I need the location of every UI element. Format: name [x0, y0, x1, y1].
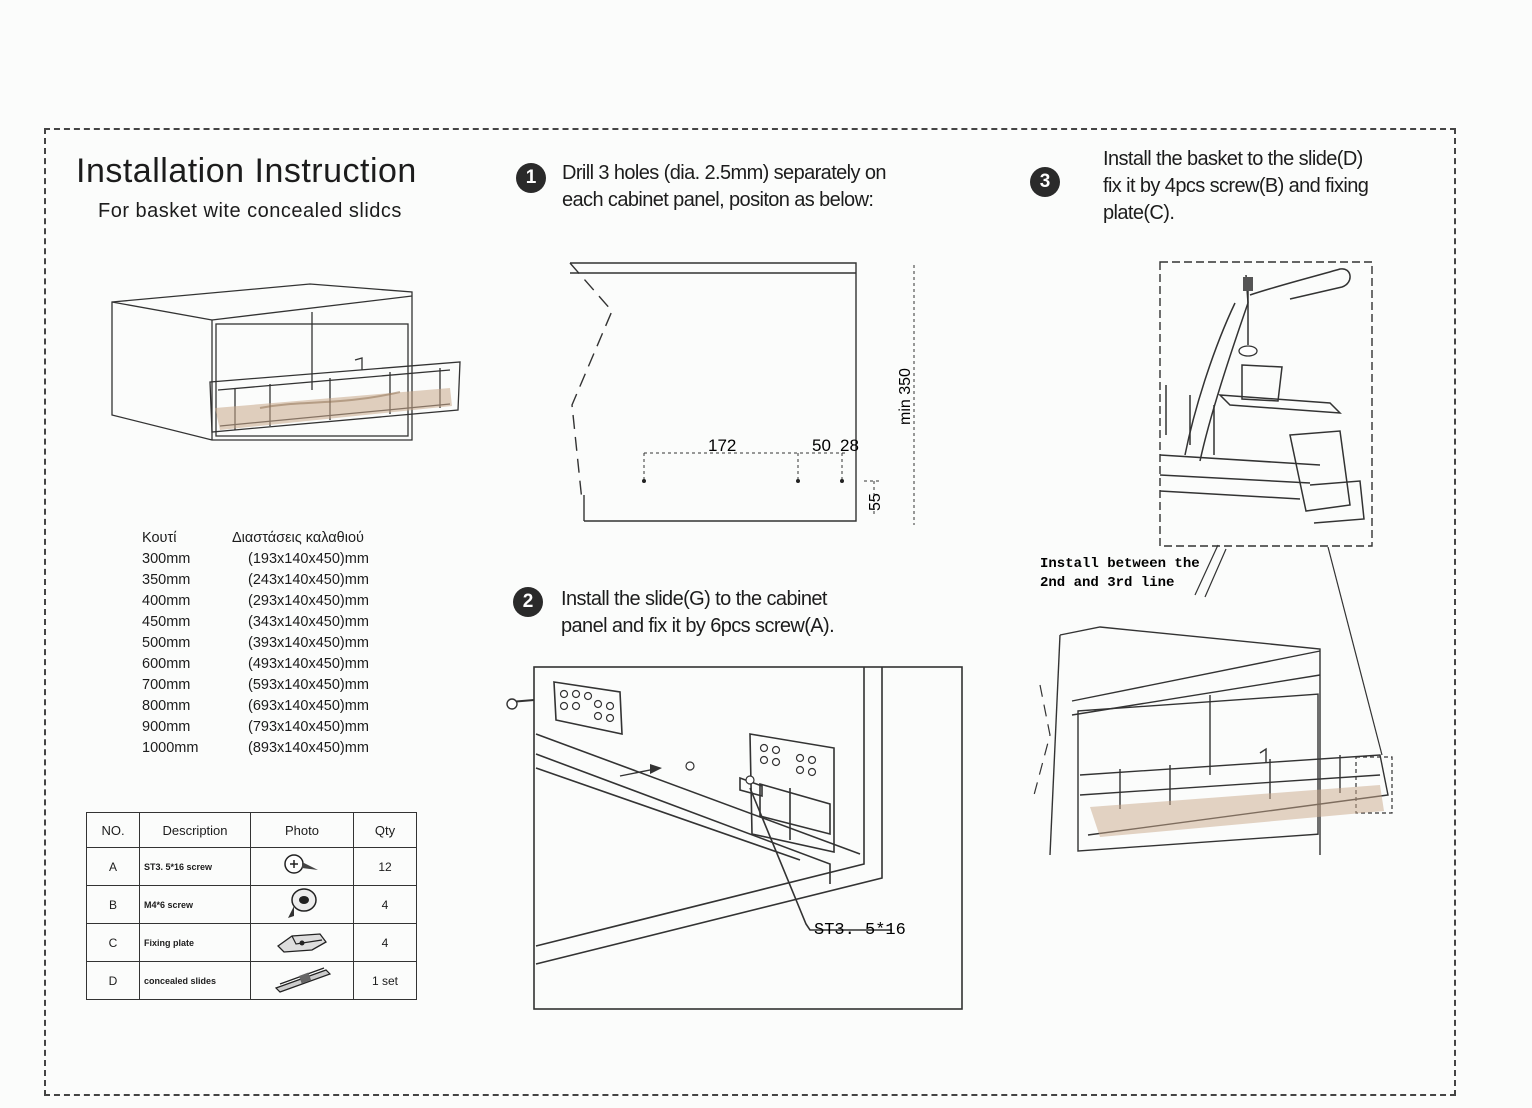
sizes-row: 500mm (393x140x450)mm — [142, 633, 369, 654]
step-1-badge: 1 — [516, 163, 546, 193]
dim-min-350: min 350 — [897, 368, 914, 425]
part-qty: 4 — [353, 885, 417, 924]
sizes-box: 700mm — [142, 677, 191, 693]
step-3-line-2: fix it by 4pcs screw(B) and fixing — [1103, 175, 1369, 197]
table-row: C Fixing plate 4 — [86, 923, 417, 962]
part-description: concealed slides — [139, 961, 251, 1000]
part-qty: 1 set — [353, 961, 417, 1000]
page-subtitle: For basket wite concealed slidcs — [98, 200, 402, 222]
dim-172: 172 — [708, 436, 736, 455]
parts-header-no: NO. — [86, 812, 140, 848]
step-3-text: Install the basket to the slide(D) fix i… — [1103, 146, 1369, 227]
sizes-row: 450mm (343x140x450)mm — [142, 612, 369, 633]
sizes-row: 400mm (293x140x450)mm — [142, 591, 369, 612]
sizes-row: 800mm (693x140x450)mm — [142, 696, 369, 717]
sizes-dims: (593x140x450)mm — [248, 677, 369, 693]
fixing-plate-icon — [276, 933, 327, 953]
parts-header-qty: Qty — [353, 812, 417, 848]
step-2-text: Install the slide(G) to the cabinet pane… — [561, 586, 835, 640]
table-row: A ST3. 5*16 screw 12 — [86, 847, 417, 886]
dim-28: 28 — [840, 436, 859, 455]
part-qty: 12 — [353, 847, 417, 886]
sizes-row: 600mm (493x140x450)mm — [142, 654, 369, 675]
screw-label: ST3. 5*16 — [814, 921, 906, 940]
cabinet-basket-illustration — [111, 283, 461, 441]
sizes-dims: (493x140x450)mm — [248, 656, 369, 672]
sizes-dims: (343x140x450)mm — [248, 614, 369, 630]
sizes-dims: (693x140x450)mm — [248, 698, 369, 714]
sizes-row: 700mm (593x140x450)mm — [142, 675, 369, 696]
step-3-line-1: Install the basket to the slide(D) — [1103, 148, 1363, 170]
sizes-box: 450mm — [142, 614, 191, 630]
slide-installation-diagram: ST3. 5*16 — [506, 666, 963, 1010]
parts-header-row: NO. Description Photo Qty — [86, 812, 417, 848]
table-row: D concealed slides 1 set — [86, 961, 417, 1000]
sizes-dims: (893x140x450)mm — [248, 740, 369, 756]
dim-55: 55 — [867, 493, 884, 511]
sizes-box: 900mm — [142, 719, 191, 735]
sizes-row: 300mm (193x140x450)mm — [142, 549, 369, 570]
step-3-line-3: plate(C). — [1103, 202, 1175, 224]
table-row: B M4*6 screw 4 — [86, 885, 417, 924]
part-qty: 4 — [353, 923, 417, 962]
sizes-box: 400mm — [142, 593, 191, 609]
part-photo — [250, 847, 354, 886]
sizes-dims: (393x140x450)mm — [248, 635, 369, 651]
sizes-header: Κουτί Διαστάσεις καλαθιού — [142, 528, 369, 549]
part-no: A — [86, 847, 140, 886]
sizes-row: 350mm (243x140x450)mm — [142, 570, 369, 591]
screw-b-icon — [288, 888, 317, 918]
parts-header-photo: Photo — [250, 812, 354, 848]
sizes-dims: (243x140x450)mm — [248, 572, 369, 588]
step-1-line-2: each cabinet panel, positon as below: — [562, 189, 874, 211]
sizes-box: 800mm — [142, 698, 191, 714]
step-1-line-1: Drill 3 holes (dia. 2.5mm) separately on — [562, 162, 887, 184]
step-2-line-1: Install the slide(G) to the cabinet — [561, 588, 827, 610]
part-no: C — [86, 923, 140, 962]
sizes-box: 600mm — [142, 656, 191, 672]
dim-50: 50 — [812, 436, 831, 455]
sizes-col-dims: Διαστάσεις καλαθιού — [232, 530, 364, 546]
basket-note-line-2: 2nd and 3rd line — [1040, 575, 1174, 591]
part-photo — [250, 923, 354, 962]
sizes-row: 900mm (793x140x450)mm — [142, 717, 369, 738]
sizes-row: 1000mm (893x140x450)mm — [142, 738, 369, 759]
step-3-badge: 3 — [1030, 167, 1060, 197]
basket-note-line-1: Install between the — [1040, 556, 1200, 572]
part-description: Fixing plate — [139, 923, 251, 962]
screw-a-icon — [284, 854, 318, 874]
part-photo — [250, 961, 354, 1000]
sizes-box: 350mm — [142, 572, 191, 588]
part-description: ST3. 5*16 screw — [139, 847, 251, 886]
parts-table: NO. Description Photo Qty A ST3. 5*16 sc… — [86, 812, 417, 1000]
sizes-box: 1000mm — [142, 740, 199, 756]
sizes-dims: (293x140x450)mm — [248, 593, 369, 609]
page-title: Installation Instruction — [76, 152, 417, 190]
page-border — [44, 128, 1456, 1096]
step-2-badge: 2 — [513, 587, 543, 617]
slide-icon — [274, 967, 332, 993]
parts-header-description: Description — [139, 812, 251, 848]
part-no: B — [86, 885, 140, 924]
part-photo — [250, 885, 354, 924]
sizes-dims: (193x140x450)mm — [248, 551, 369, 567]
step-1-text: Drill 3 holes (dia. 2.5mm) separately on… — [562, 160, 887, 214]
part-description: M4*6 screw — [139, 885, 251, 924]
sizes-table: Κουτί Διαστάσεις καλαθιού 300mm (193x140x4… — [142, 528, 369, 759]
sizes-dims: (793x140x450)mm — [248, 719, 369, 735]
part-no: D — [86, 961, 140, 1000]
sizes-box: 500mm — [142, 635, 191, 651]
sizes-col-box: Κουτί — [142, 530, 177, 546]
basket-mounting-diagram: Install between the 2nd and 3rd line — [1033, 261, 1393, 856]
drill-position-diagram: 172 50 28 55 min 350 — [569, 262, 915, 525]
sizes-box: 300mm — [142, 551, 191, 567]
step-2-line-2: panel and fix it by 6pcs screw(A). — [561, 615, 835, 637]
